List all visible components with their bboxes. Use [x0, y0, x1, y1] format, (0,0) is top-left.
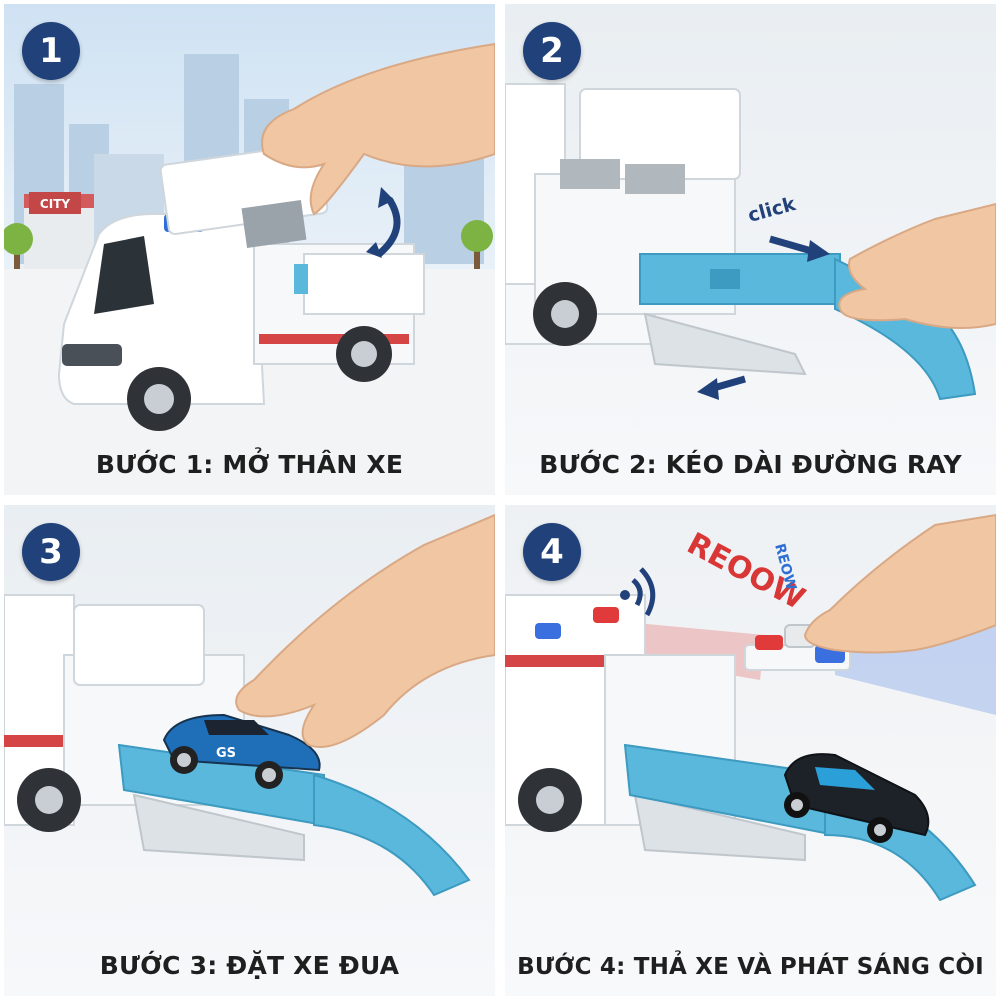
race-car-label: GS — [216, 746, 236, 761]
hand — [838, 202, 996, 329]
step-1-panel: CITY — [4, 4, 495, 495]
ambulance-toy — [57, 142, 425, 431]
step-number-badge: 3 — [22, 523, 80, 581]
step-2-illustration: click — [505, 83, 996, 401]
step-caption: BƯỚC 1: MỞ THÂN XE — [95, 450, 404, 479]
step-caption: BƯỚC 4: THẢ XE VÀ PHÁT SÁNG CÒI — [517, 954, 984, 980]
step-1-illustration: CITY — [4, 42, 495, 495]
step-caption: BƯỚC 2: KÉO DÀI ĐƯỜNG RAY — [539, 450, 962, 479]
ambulance-toy — [505, 83, 807, 376]
city-sign: CITY — [40, 197, 70, 211]
tree — [4, 220, 493, 269]
race-car — [783, 753, 930, 843]
step-3-illustration: GS — [4, 513, 495, 897]
click-sound-text: click — [746, 193, 799, 227]
blue-track — [117, 743, 471, 897]
hand — [803, 513, 996, 654]
race-car: GS — [162, 713, 321, 789]
hand — [235, 513, 495, 748]
step-number-badge: 1 — [22, 22, 80, 80]
rotate-arrow-icon — [366, 187, 401, 258]
sound-wave-icon — [620, 567, 656, 617]
step-caption: BƯỚC 3: ĐẶT XE ĐUA — [99, 951, 400, 980]
step-4-illustration: REOOW REOW — [505, 513, 996, 902]
step-2-panel: click 2 BƯỚC 2: KÉO DÀI ĐƯỜNG RAY — [505, 4, 996, 495]
step-4-panel: REOOW REOW 4 BƯỚC 4: THẢ XE VÀ PHÁT SÁNG… — [505, 505, 996, 996]
ambulance-toy — [505, 594, 806, 862]
step-number-badge: 2 — [523, 22, 581, 80]
back-arrow-icon — [697, 375, 746, 400]
pull-arrow-icon — [769, 235, 830, 262]
step-number-badge: 4 — [523, 523, 581, 581]
step-3-panel: GS 3 BƯỚC 3: ĐẶT XE ĐUA — [4, 505, 495, 996]
hand — [261, 42, 495, 216]
